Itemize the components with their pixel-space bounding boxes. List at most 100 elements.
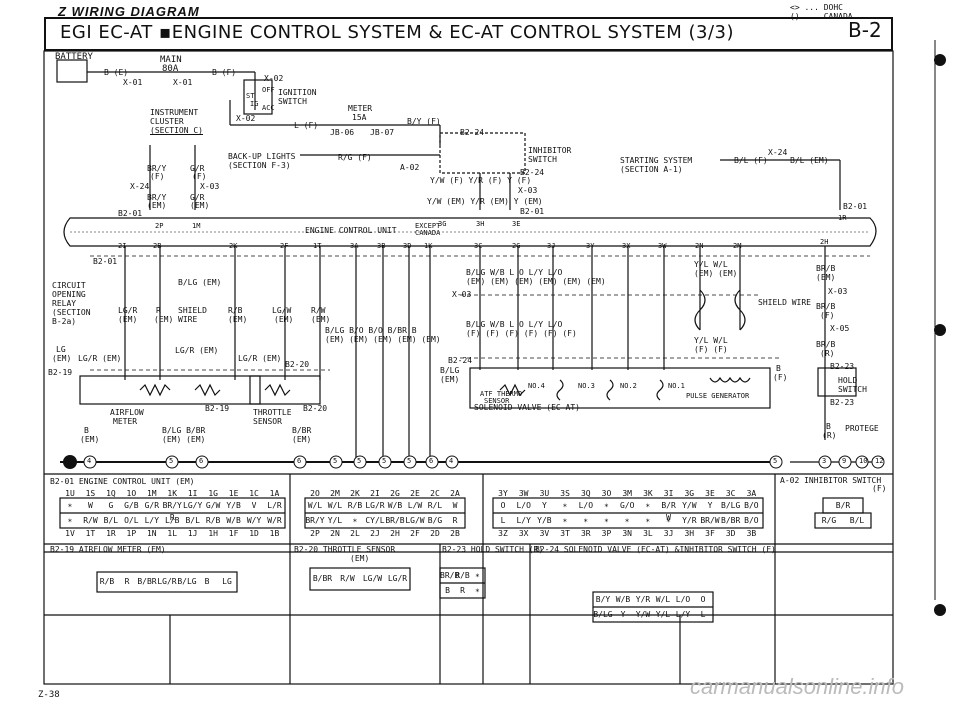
b201-right-row2-10: BR/W xyxy=(700,516,720,525)
label-b-r: B xyxy=(826,422,831,431)
b201-mid-bot-6: 2D xyxy=(430,529,440,538)
label-lgr-em3: LG/R (EM) xyxy=(78,354,122,363)
b201-left-top-8: 1E xyxy=(228,489,239,498)
label-no1: NO.1 xyxy=(668,382,685,390)
b220-cell-1: R/W xyxy=(340,574,355,583)
b224-row1-3: W/L xyxy=(655,595,671,604)
label-lgw-em2: (EM) xyxy=(274,315,294,324)
b201-right-row1-0: O xyxy=(500,501,506,510)
b201-mid-row1-5: L/W xyxy=(407,501,423,510)
b201-right-row1-7: ∗ xyxy=(645,501,651,510)
b219-cell-6: LG xyxy=(222,577,232,586)
label-circuit-opening5: B-2a) xyxy=(52,317,77,326)
label-yw-f: Y/W (F) Y/R (F) Y (F) xyxy=(430,176,532,185)
b201-right-top-10: 3E xyxy=(705,489,715,498)
a02-row1-0: B/R xyxy=(835,501,851,510)
label-r-em2: (EM) xyxy=(154,315,174,324)
label-b219: B2-19 xyxy=(48,368,73,377)
label-except-canada: EXCEPT xyxy=(415,222,441,230)
ecu-pin-bottom-0: 2I xyxy=(118,242,127,250)
ecu-pin-2p: 2P xyxy=(155,222,164,230)
b201-left-row1-9: V xyxy=(251,501,257,510)
label-lg-em: LG xyxy=(56,345,66,354)
label-yl-em2: (EM) (EM) xyxy=(694,269,738,278)
b201-right-row2-9: Y/R xyxy=(682,516,697,525)
label-l-f: L (F) xyxy=(294,121,319,130)
label-bl-f: B/L (F) xyxy=(734,156,768,165)
label-meter-rating: 15A xyxy=(352,113,367,122)
label-b201c: B2-01 xyxy=(843,202,868,211)
b201-right-row1-12: B/O xyxy=(744,501,759,510)
b223-row1-1: R/B xyxy=(455,571,470,580)
b201-left-row1-0: ∗ xyxy=(67,501,73,510)
ecu-pin-bottom-7: 3D xyxy=(403,242,412,250)
label-lgw-em: LG/W xyxy=(272,306,292,315)
label-b219b: B2-19 xyxy=(205,404,230,413)
b201-left-bot-9: 1D xyxy=(249,529,259,538)
b220-cell-0: B/BR xyxy=(312,574,333,583)
b201-left-bot-0: 1V xyxy=(65,529,75,538)
ecu-pin-2h: 2H xyxy=(820,238,829,246)
b201-right-row1-8: B/R W xyxy=(661,501,676,522)
ground-number-2: 6 xyxy=(199,457,204,465)
b201-right-row2-3: ∗ xyxy=(562,516,568,525)
label-ig-off: OFF xyxy=(262,86,275,94)
label-blg-br2: (EM) (EM) xyxy=(162,435,206,444)
b201-mid-bot-3: 2J xyxy=(370,529,380,538)
label-ig-st: ST xyxy=(246,92,255,100)
label-rg-f: R/G (F) xyxy=(338,153,372,162)
label-no2: NO.2 xyxy=(620,382,637,390)
label-x03d: X-03 xyxy=(828,287,848,296)
b201-right-row1-10: Y xyxy=(707,501,713,510)
label-b224b: B2-24 xyxy=(520,168,545,177)
label-rb-em: R/B xyxy=(228,306,243,315)
b224-row2-3: Y/L xyxy=(655,610,671,619)
a02-row2-0: R/G xyxy=(821,516,837,525)
b201-mid-top-0: 2O xyxy=(310,489,320,498)
b201-right-row1-9: Y/W xyxy=(682,501,697,510)
ecu-pin-1m: 1M xyxy=(192,222,201,230)
ground-number-3: 6 xyxy=(297,457,302,465)
label-hold-switch2: SWITCH xyxy=(838,385,867,394)
ground-number-11: 3 xyxy=(822,457,827,465)
b201-left-row1-1: W xyxy=(88,501,93,510)
b201-left-row1-2: G xyxy=(108,501,114,510)
b201-right-row2-1: L/Y xyxy=(516,516,531,525)
ground-number-7: 5 xyxy=(407,457,412,465)
label-x03b: X-03 xyxy=(518,186,538,195)
hold-switch-box xyxy=(817,367,857,397)
label-battery: BATTERY xyxy=(55,52,93,62)
title-frame xyxy=(44,17,893,51)
battery-symbol xyxy=(56,59,88,83)
a02-row2-1: B/L xyxy=(849,516,865,525)
b201-left-row2-4: L/Y xyxy=(144,516,160,525)
b201-right-row2-6: ∗ xyxy=(624,516,630,525)
label-blg-wb: B/LG W/B L O L/Y L/O xyxy=(466,268,563,277)
label-atf-thermo: ATF THERMO xyxy=(480,390,523,398)
b201-left-top-3: 1O xyxy=(126,489,137,498)
b201-right-top-9: 3G xyxy=(684,489,695,498)
b201-right-row1-2: Y xyxy=(541,501,547,510)
b201-mid-row2-7: R xyxy=(452,516,458,525)
ground-number-1: 5 xyxy=(169,457,174,465)
b201-left-row2-1: R/W xyxy=(83,516,98,525)
b201-mid-row2-2: ∗ xyxy=(352,516,358,525)
b201-mid-top-5: 2E xyxy=(410,489,420,498)
b201-right-top-6: 3M xyxy=(622,489,632,498)
b201-mid-bot-7: 2B xyxy=(450,529,460,538)
label-br-y: BR/Y xyxy=(147,164,167,173)
label-protege: PROTEGE xyxy=(845,424,879,433)
b201-left-top-2: 1Q xyxy=(106,489,116,498)
label-g-r-em: G/R xyxy=(190,193,205,202)
b224-row2-2: Y/W xyxy=(635,610,651,619)
b201-left-top-6: 1I xyxy=(187,489,198,498)
ecu-pin-bottom-1: 2B xyxy=(153,242,162,250)
b201-right-top-11: 3C xyxy=(725,489,736,498)
label-blg-f2: (EM) xyxy=(440,375,460,384)
b201-left-row1-4: G/R xyxy=(144,501,160,510)
ground-number-6: 5 xyxy=(382,457,387,465)
ecu-pin-bottom-2: 2K xyxy=(229,242,238,250)
b201-right-bot-12: 3B xyxy=(746,529,757,538)
label-blg-em: B/LG (EM) xyxy=(178,278,222,287)
label-br-b: BR/B xyxy=(816,264,836,273)
